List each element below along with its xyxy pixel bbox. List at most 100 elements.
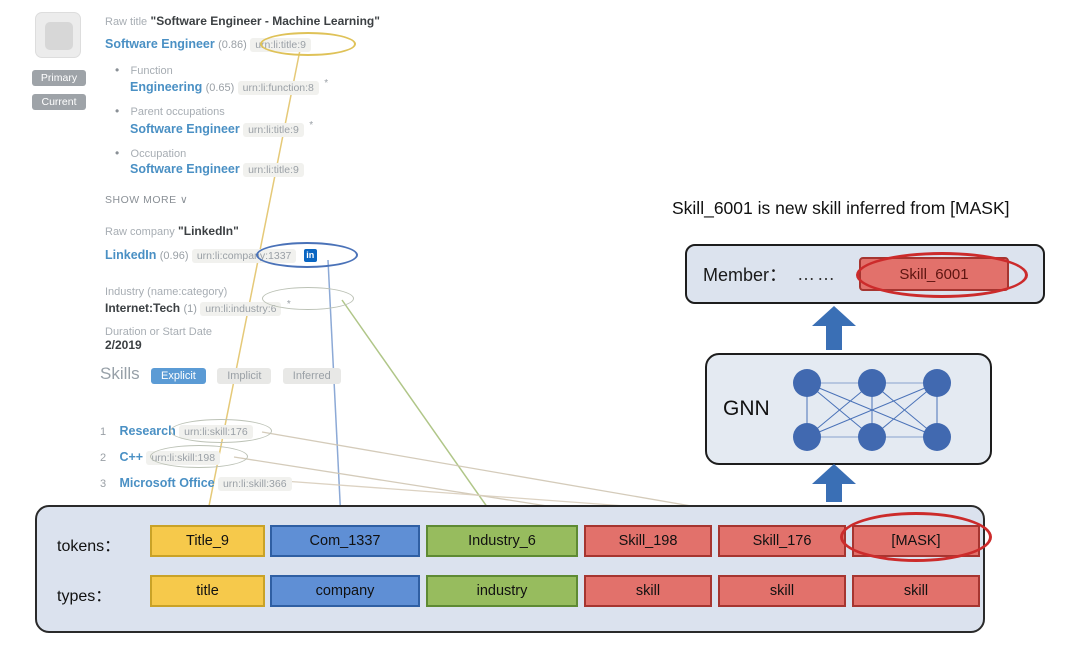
occupation-entity-name: Software Engineer — [130, 162, 240, 176]
current-badge[interactable]: Current — [32, 94, 86, 110]
type-cell-skill: skill — [852, 575, 980, 607]
bullet-icon: • — [115, 146, 120, 160]
company-entity-score: (0.96) — [159, 250, 189, 262]
skill-index: 2 — [100, 452, 107, 464]
show-more-label: SHOW MORE — [105, 194, 177, 206]
type-cell-company: company — [270, 575, 420, 607]
skill-item: 3 Microsoft Office urn:li:skill:366 — [100, 476, 292, 491]
function-entity-line: Engineering (0.65) urn:li:function:8 * — [130, 78, 329, 95]
asterisk-marker: * — [324, 78, 329, 89]
type-cell-skill: skill — [718, 575, 846, 607]
asterisk-marker: * — [286, 299, 291, 310]
chevron-down-icon: ∨ — [180, 194, 189, 206]
occupation-label-line: • Occupation — [115, 146, 186, 160]
new-skill-chip: Skill_6001 — [859, 257, 1010, 291]
token-cell-mask: [MASK] — [852, 525, 980, 557]
gnn-box: GNN — [705, 353, 992, 465]
company-entity-line: LinkedIn (0.96) urn:li:company:1337 in — [105, 248, 317, 263]
up-arrow — [812, 306, 856, 350]
function-entity-name: Engineering — [130, 80, 203, 94]
occupation-entity-line: Software Engineer urn:li:title:9 — [130, 162, 304, 177]
skill-item: 2 C++ urn:li:skill:198 — [100, 450, 221, 465]
up-arrow — [812, 464, 856, 502]
tab-inferred[interactable]: Inferred — [282, 368, 341, 384]
occupation-label: Occupation — [130, 148, 187, 160]
member-result-box: Member： …… Skill_6001 — [685, 244, 1045, 304]
parent-entity-urn: urn:li:title:9 — [243, 123, 304, 137]
arrow-shaft — [826, 484, 842, 502]
duration-value-line: 2/2019 — [105, 338, 142, 352]
parent-label-line: • Parent occupations — [115, 104, 225, 118]
industry-entity-urn: urn:li:industry:6 — [200, 302, 282, 316]
tokens-row-label: tokens： — [57, 538, 121, 555]
token-cell-title9: Title_9 — [150, 525, 265, 557]
raw-title-label: Raw title — [105, 16, 148, 28]
asterisk-marker: * — [309, 120, 314, 131]
primary-badge[interactable]: Primary — [32, 70, 86, 86]
token-cell-com1337: Com_1337 — [270, 525, 420, 557]
function-label: Function — [130, 65, 173, 77]
type-cell-industry: industry — [426, 575, 578, 607]
tab-explicit[interactable]: Explicit — [151, 368, 206, 384]
industry-label: Industry (name:category) — [105, 286, 228, 298]
gnn-label: GNN — [723, 397, 770, 420]
skill-urn: urn:li:skill:176 — [179, 425, 253, 439]
types-row-label: types： — [57, 588, 112, 605]
arrow-shaft — [826, 326, 842, 350]
linkedin-icon: in — [303, 249, 317, 263]
parent-entity-line: Software Engineer urn:li:title:9 * — [130, 120, 314, 137]
duration-value: 2/2019 — [105, 338, 142, 352]
function-label-line: • Function — [115, 63, 173, 77]
type-cell-skill: skill — [584, 575, 712, 607]
function-entity-score: (0.65) — [205, 82, 235, 94]
title-entity-urn: urn:li:title:9 — [250, 38, 311, 52]
skill-urn: urn:li:skill:198 — [146, 451, 221, 465]
company-entity-urn: urn:li:company:1337 — [191, 249, 297, 263]
bullet-icon: • — [115, 104, 120, 118]
token-cell-industry6: Industry_6 — [426, 525, 578, 557]
arrow-head — [812, 306, 856, 326]
duration-label: Duration or Start Date — [105, 326, 212, 338]
skill-name: Microsoft Office — [119, 476, 215, 490]
parent-occupations-label: Parent occupations — [130, 106, 225, 118]
industry-entity-score: (1) — [183, 303, 197, 315]
token-cell-skill176: Skill_176 — [718, 525, 846, 557]
token-cell-skill198: Skill_198 — [584, 525, 712, 557]
raw-title-value: "Software Engineer - Machine Learning" — [150, 14, 380, 28]
occupation-entity-urn: urn:li:title:9 — [243, 163, 304, 177]
skills-header-label: Skills — [100, 364, 140, 383]
bullet-icon: • — [115, 63, 120, 77]
raw-title-line: Raw title "Software Engineer - Machine L… — [105, 14, 380, 28]
duration-label-line: Duration or Start Date — [105, 324, 212, 338]
industry-entity-name: Internet:Tech — [105, 301, 181, 315]
function-entity-urn: urn:li:function:8 — [237, 81, 319, 95]
image-icon — [45, 22, 73, 50]
member-ellipsis: …… — [797, 263, 838, 284]
type-cell-title: title — [150, 575, 265, 607]
member-label: Member： — [703, 265, 788, 285]
industry-entity-line: Internet:Tech (1) urn:li:industry:6 * — [105, 299, 291, 316]
inference-caption: Skill_6001 is new skill inferred from [M… — [672, 198, 1010, 218]
arrow-head — [812, 464, 856, 484]
skill-name: Research — [119, 424, 176, 438]
raw-company-label: Raw company — [105, 226, 175, 238]
title-entity-line: Software Engineer (0.86) urn:li:title:9 — [105, 37, 311, 52]
industry-label-line: Industry (name:category) — [105, 284, 227, 298]
company-logo-placeholder — [35, 12, 81, 58]
raw-company-value: "LinkedIn" — [178, 224, 239, 238]
skill-index: 1 — [100, 426, 107, 438]
skill-item: 1 Research urn:li:skill:176 — [100, 424, 253, 439]
tab-implicit[interactable]: Implicit — [217, 368, 272, 384]
skill-index: 3 — [100, 478, 107, 490]
token-sequence-box: tokens： types： Title_9 Com_1337 Industry… — [35, 505, 985, 633]
skills-section-header: Skills Explicit Implicit Inferred — [100, 364, 341, 384]
parent-entity-name: Software Engineer — [130, 122, 240, 136]
gnn-network-graphic — [793, 369, 951, 451]
linkedin-profile-panel: Primary Current Raw title "Software Engi… — [30, 8, 475, 500]
company-entity-name: LinkedIn — [105, 248, 157, 262]
show-more-button[interactable]: SHOW MORE ∨ — [105, 194, 188, 206]
raw-company-line: Raw company "LinkedIn" — [105, 224, 239, 238]
title-entity-score: (0.86) — [218, 39, 247, 51]
title-entity-name: Software Engineer — [105, 37, 215, 51]
skill-urn: urn:li:skill:366 — [217, 477, 292, 491]
